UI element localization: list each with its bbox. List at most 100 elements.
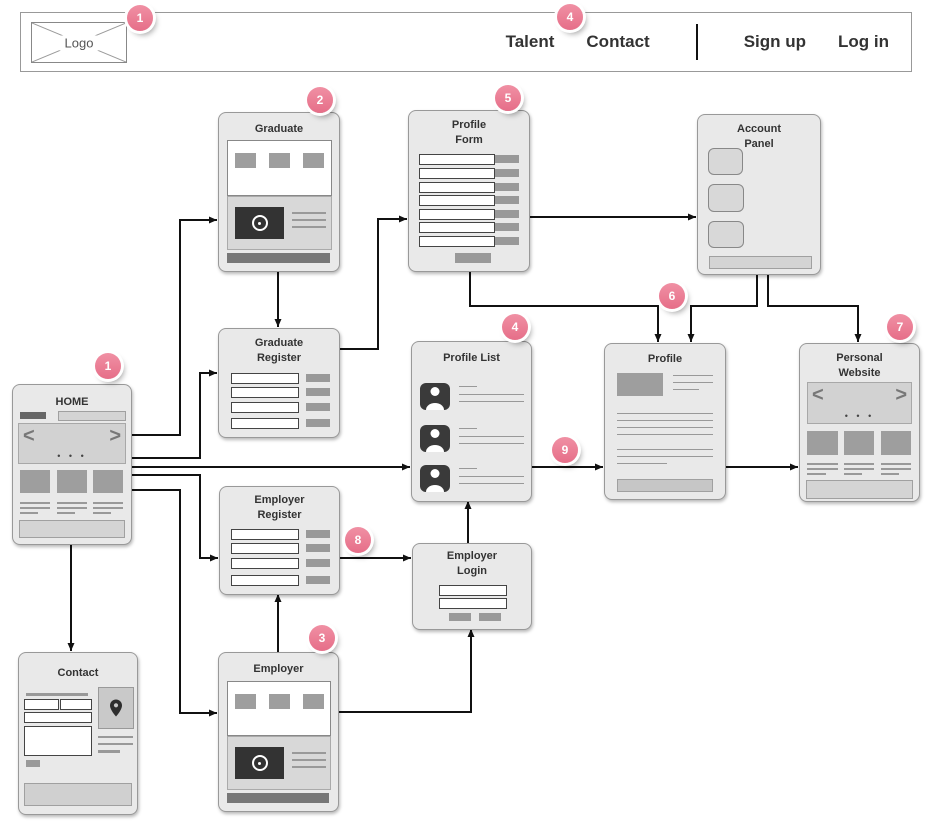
node-title: Employer Login — [446, 550, 498, 577]
input-placeholder — [419, 168, 495, 179]
input-placeholder — [231, 558, 299, 569]
node-profile-form[interactable]: Profile Form — [408, 110, 530, 272]
placeholder-line — [98, 750, 120, 753]
placeholder-line — [93, 512, 111, 514]
annotation-badge: 4 — [502, 314, 528, 340]
arrow-account-panel-to-personal-website — [767, 273, 862, 342]
label-placeholder — [495, 237, 519, 245]
placeholder-line — [57, 502, 87, 504]
footer-placeholder — [806, 480, 913, 499]
node-account-panel[interactable]: Account Panel — [697, 114, 821, 275]
input-placeholder — [231, 543, 299, 554]
placeholder-line — [57, 507, 87, 509]
node-home[interactable]: HOME < > • • • — [12, 384, 132, 545]
footer-placeholder — [227, 253, 330, 263]
label-placeholder — [495, 183, 519, 191]
map-placeholder — [98, 687, 134, 729]
placeholder-line — [292, 212, 326, 214]
label-placeholder — [306, 419, 330, 427]
node-contact[interactable]: Contact — [18, 652, 138, 815]
node-profile[interactable]: Profile — [604, 343, 726, 500]
node-employer[interactable]: Employer — [218, 652, 339, 812]
video-placeholder — [235, 207, 284, 239]
input-placeholder — [231, 402, 299, 413]
placeholder-line — [57, 512, 75, 514]
input-placeholder — [419, 182, 495, 193]
placeholder-line — [807, 463, 838, 465]
carousel-dots-icon: • • • — [844, 411, 875, 421]
button-placeholder — [455, 253, 491, 263]
placeholder-line — [93, 502, 123, 504]
thumbnail-placeholder — [20, 470, 50, 493]
placeholder-line — [881, 463, 911, 465]
placeholder-line — [459, 401, 524, 402]
label-placeholder — [306, 544, 330, 552]
input-placeholder — [419, 222, 495, 233]
arrow-home-to-employer — [131, 489, 217, 717]
placeholder-line — [93, 507, 123, 509]
site-header: Logo Talent Contact Sign up Log in — [20, 12, 912, 72]
label-placeholder — [306, 403, 330, 411]
menu-item-placeholder — [269, 694, 290, 709]
label-placeholder — [495, 210, 519, 218]
carousel-next-icon: > — [895, 384, 907, 406]
placeholder-line — [459, 386, 477, 387]
input-placeholder — [231, 373, 299, 384]
node-title: Profile — [647, 353, 683, 365]
node-graduate[interactable]: Graduate — [218, 112, 340, 272]
input-placeholder — [24, 712, 92, 723]
node-title: Profile Form — [451, 119, 487, 146]
placeholder-line — [617, 449, 713, 450]
placeholder-line — [673, 389, 699, 390]
node-profile-list[interactable]: Profile List — [411, 341, 532, 502]
panel-button-placeholder — [708, 221, 744, 248]
placeholder-line — [292, 766, 326, 768]
annotation-badge: 6 — [659, 283, 685, 309]
footer-placeholder — [19, 520, 125, 538]
nav-item-talent[interactable]: Talent — [505, 32, 555, 51]
node-employer-login[interactable]: Employer Login — [412, 543, 532, 630]
footer-placeholder — [709, 256, 812, 269]
node-title: Contact — [57, 667, 99, 679]
node-title: Employer — [253, 663, 304, 675]
annotation-badge: 9 — [552, 437, 578, 463]
nav-item-contact[interactable]: Contact — [586, 32, 650, 51]
input-placeholder — [419, 195, 495, 206]
footer-placeholder — [227, 793, 329, 803]
image-placeholder — [617, 373, 663, 396]
nav-logo-placeholder — [20, 412, 46, 419]
annotation-badge: 4 — [557, 4, 583, 30]
placeholder-line — [844, 473, 862, 475]
label-placeholder — [306, 559, 330, 567]
carousel-next-icon: > — [109, 425, 121, 447]
arrow-home-to-graduate — [131, 216, 217, 436]
nav-divider — [695, 24, 698, 60]
input-placeholder — [419, 209, 495, 220]
input-placeholder — [60, 699, 92, 710]
placeholder-line — [98, 736, 133, 738]
nav-bar-placeholder — [58, 411, 126, 421]
nav-item-log-in[interactable]: Log in — [838, 32, 889, 51]
placeholder-line — [20, 512, 38, 514]
placeholder-line — [459, 476, 524, 477]
nav-item-sign-up[interactable]: Sign up — [743, 32, 807, 51]
label-placeholder — [495, 169, 519, 177]
content-section-placeholder — [227, 196, 332, 250]
footer-placeholder — [24, 783, 132, 806]
placeholder-line — [292, 219, 326, 221]
node-personal-website[interactable]: Personal Website < > • • • — [799, 343, 920, 502]
placeholder-line — [459, 443, 524, 444]
node-employer-register[interactable]: Employer Register — [219, 486, 340, 595]
logo-placeholder[interactable]: Logo — [31, 22, 127, 63]
label-placeholder — [306, 530, 330, 538]
node-graduate-register[interactable]: Graduate Register — [218, 328, 340, 438]
input-placeholder — [231, 575, 299, 586]
annotation-badge: 7 — [887, 314, 913, 340]
placeholder-line — [617, 434, 713, 435]
placeholder-line — [292, 226, 326, 228]
carousel-dots-icon: • • • — [57, 451, 87, 461]
placeholder-line — [617, 463, 667, 464]
placeholder-line — [459, 394, 524, 395]
annotation-badge: 8 — [345, 527, 371, 553]
